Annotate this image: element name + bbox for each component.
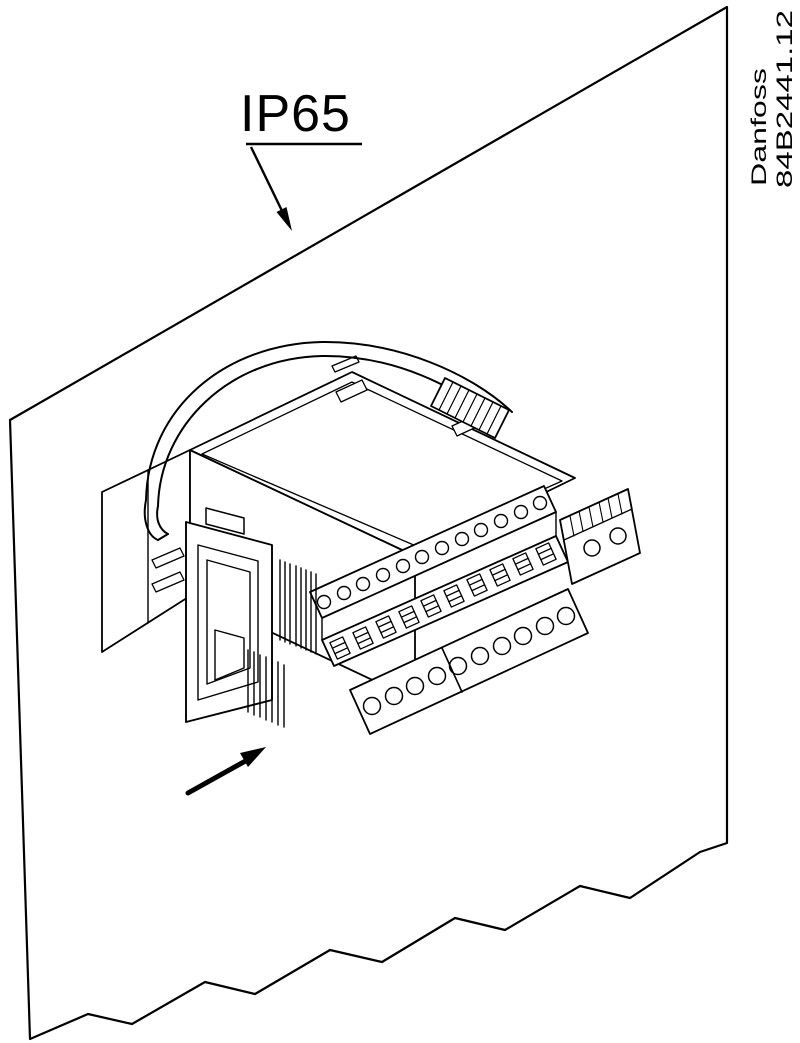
side-terminal-screw xyxy=(583,539,601,557)
ip65-leader-line xyxy=(249,146,286,216)
controller-module-drawing xyxy=(101,340,641,735)
module-top-rim xyxy=(201,381,563,547)
endcap-detail-slot xyxy=(151,571,185,593)
mounting-clip-inner-border xyxy=(197,544,259,701)
screw-terminal-block xyxy=(349,588,589,735)
terminal-block-divider xyxy=(441,647,463,693)
side-terminal-hatch-band xyxy=(559,488,633,541)
top-back-tab xyxy=(331,355,360,373)
module-top-face xyxy=(189,371,576,557)
mounting-clip-top-tab xyxy=(205,507,245,535)
mounting-direction-arrow-icon xyxy=(185,747,266,796)
side-terminal-screw xyxy=(609,527,627,545)
clip-spring-comb-lower xyxy=(247,649,285,728)
brand-text: Danfoss xyxy=(748,68,771,186)
screw-head-row xyxy=(362,606,576,716)
ip65-label: IP65 xyxy=(240,85,351,143)
top-vent-slot xyxy=(335,379,368,403)
clip-spring-comb-upper xyxy=(279,559,317,655)
endcap-detail-slot xyxy=(151,547,185,569)
terminal-screw-row xyxy=(316,495,548,610)
ip65-callout: IP65 xyxy=(240,85,362,231)
ip65-leader-arrow-icon xyxy=(276,207,292,231)
drawing-number-text: 84B2441.12 xyxy=(772,10,797,188)
side-note: Danfoss 84B2441.12 xyxy=(748,10,797,188)
panel-surface xyxy=(8,5,729,1041)
mounting-clip-window xyxy=(206,559,251,685)
side-terminal-hatch-lines xyxy=(569,493,623,537)
mounting-clip-latch xyxy=(214,629,245,681)
strap-grip-hatch xyxy=(438,381,502,435)
